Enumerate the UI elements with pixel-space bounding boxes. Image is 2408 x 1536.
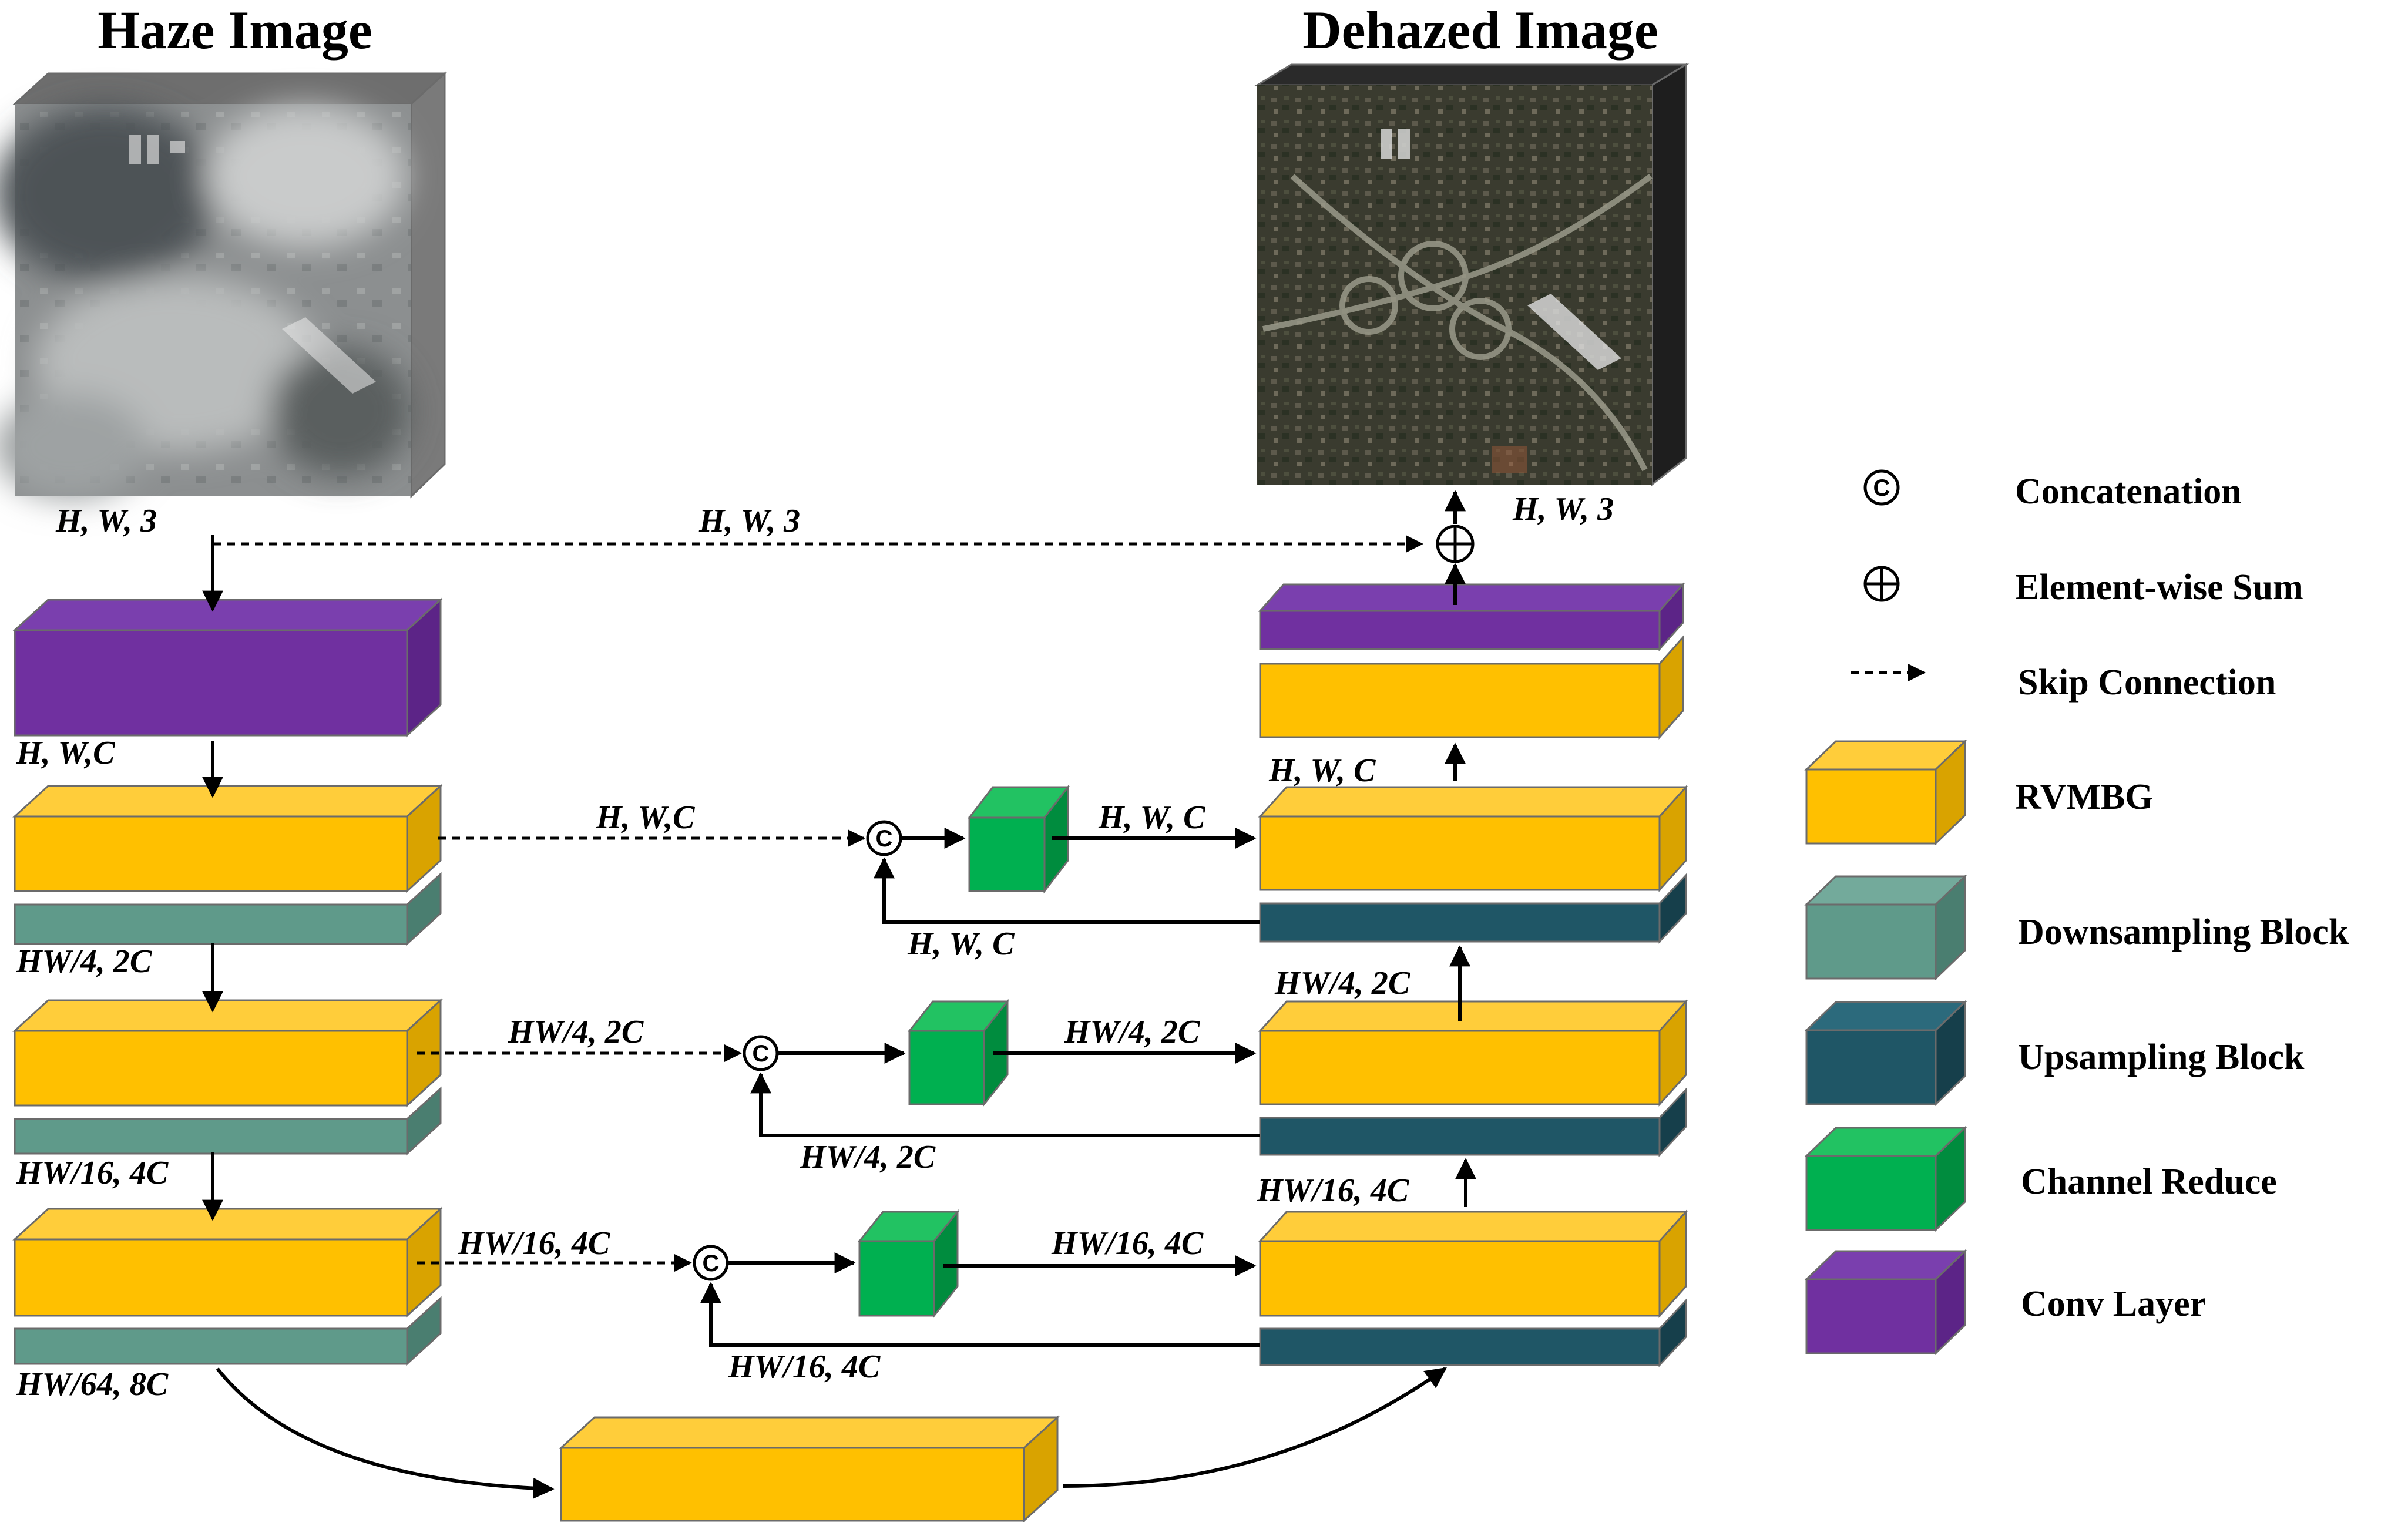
haze-image-top-face (12, 72, 447, 105)
bottleneck-curves (216, 1367, 1447, 1499)
dim-input: H, W, 3 (55, 503, 157, 539)
dim-skip-3: HW/16, 4C (458, 1225, 610, 1262)
dim-dec1-above: H, W, C (1268, 752, 1376, 789)
upsample-feedback-3 (700, 1282, 1260, 1347)
legend-downsampling-label: Downsampling Block (2018, 912, 2349, 952)
dim-dec2-in: HW/4, 2C (1064, 1014, 1200, 1050)
legend-rvmbg-label: RVMBG (2015, 777, 2153, 817)
decoder-upsampling-1 (1259, 873, 1687, 944)
dim-dec2-above: HW/4, 2C (1274, 965, 1410, 1001)
legend-concat-label: Concatenation (2015, 472, 2242, 512)
dim-up2-back: HW/4, 2C (800, 1139, 936, 1175)
legend: C Concatenation Element-wise Sum Skip Co… (1804, 469, 2349, 1356)
legend-channel-reduce-label: Channel Reduce (2021, 1162, 2277, 1202)
dim-up1-back: H, W, C (907, 926, 1015, 962)
dim-skip-top: H, W, 3 (698, 503, 800, 539)
upsample-feedback-2 (750, 1072, 1260, 1137)
decoder-path-arrows (1445, 742, 1476, 1207)
dim-conv-out: H, W,C (16, 735, 115, 771)
legend-rvmbg-icon (1804, 739, 1967, 846)
dim-dec1-in: H, W, C (1098, 799, 1205, 836)
encoder-conv-layer (12, 597, 443, 738)
decoder-conv-layer (1258, 582, 1685, 651)
dim-skip-1: H, W,C (596, 799, 695, 836)
legend-upsampling-icon (1804, 1000, 1967, 1107)
channel-reduce-3 (857, 1209, 960, 1319)
upsample-feedback-1 (874, 857, 1260, 924)
dim-skip-2: HW/4, 2C (508, 1014, 644, 1050)
svg-text:C: C (753, 1041, 770, 1067)
dim-down-3: HW/64, 8C (16, 1366, 169, 1403)
encoder-downsampling-3 (14, 1296, 442, 1366)
encoder-rvmbg-3 (12, 1206, 443, 1318)
legend-concat-icon: C (1863, 469, 1900, 506)
legend-upsampling-label: Upsampling Block (2018, 1037, 2305, 1077)
legend-sum-icon (1863, 566, 1900, 602)
dim-dec3-in: HW/16, 4C (1051, 1225, 1204, 1262)
decoder-rvmbg-top (1259, 635, 1684, 740)
output-title: Dehazed Image (1302, 0, 1658, 60)
encoder-downsampling-2 (14, 1086, 442, 1156)
channel-reduce-2 (907, 999, 1010, 1107)
legend-downsampling-icon (1804, 874, 1967, 981)
svg-text:C: C (1873, 475, 1890, 501)
element-wise-sum-node (1436, 525, 1475, 563)
haze-image-block (0, 71, 447, 499)
decoder-rvmbg-3 (1258, 1209, 1688, 1318)
haze-image-buildings (129, 135, 376, 394)
dehazed-image-face (1257, 85, 1652, 485)
encoder-downsampling-1 (14, 872, 442, 946)
dehazed-image-top-face (1254, 63, 1690, 86)
legend-sum-label: Element-wise Sum (2015, 567, 2303, 607)
svg-text:C: C (703, 1251, 720, 1276)
decoder-upsampling-3 (1259, 1298, 1687, 1367)
input-title: Haze Image (98, 0, 372, 60)
bottleneck-rvmbg (559, 1415, 1060, 1523)
concat-node-1: C (866, 820, 902, 856)
haze-image-side-face (410, 71, 446, 499)
concat-node-2: C (743, 1035, 779, 1071)
legend-skip-label: Skip Connection (2018, 663, 2276, 703)
legend-conv-label: Conv Layer (2021, 1284, 2206, 1324)
encoder-rvmbg-2 (12, 998, 443, 1108)
dehazed-image-roads (1262, 173, 1653, 472)
dim-output: H, W, 3 (1512, 491, 1614, 527)
dim-dec3-above: HW/16, 4C (1257, 1172, 1409, 1209)
dehazed-image-block (1254, 63, 1690, 487)
concat-node-3: C (693, 1245, 729, 1281)
svg-text:C: C (876, 826, 893, 852)
decoder-upsampling-2 (1259, 1087, 1687, 1157)
dim-down-2: HW/16, 4C (16, 1155, 169, 1191)
legend-conv-icon (1804, 1249, 1967, 1356)
dim-up3-back: HW/16, 4C (728, 1349, 881, 1385)
decoder-rvmbg-1 (1258, 785, 1688, 892)
encoder-rvmbg-1 (12, 784, 443, 893)
dehazed-image-side-face (1651, 63, 1687, 487)
legend-channel-reduce-icon (1804, 1125, 1967, 1232)
dim-down-1: HW/4, 2C (16, 943, 152, 980)
decoder-rvmbg-2 (1258, 999, 1688, 1107)
